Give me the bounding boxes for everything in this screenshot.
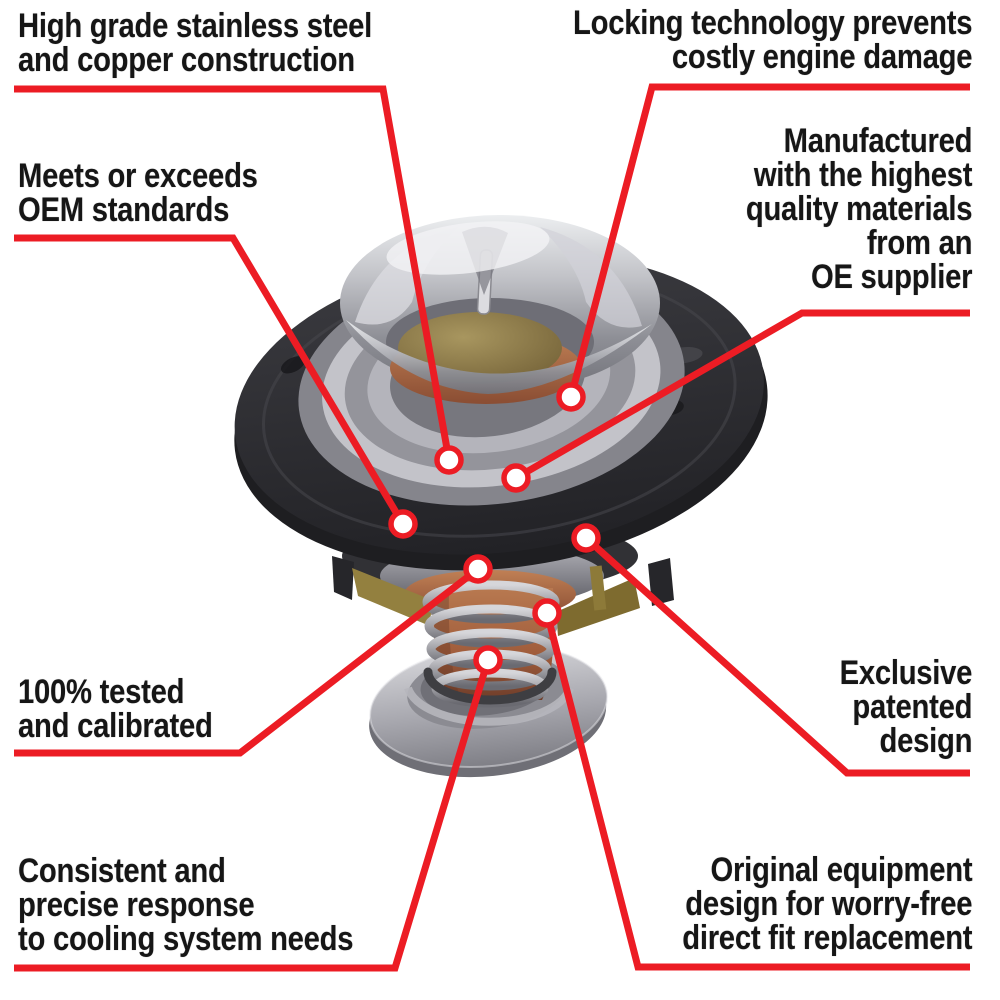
leader-consistent xyxy=(14,658,492,972)
label-line: design xyxy=(879,722,972,760)
label-line: Meets or exceeds xyxy=(18,157,258,195)
label-line: and calibrated xyxy=(18,707,213,745)
consistent-dot-icon xyxy=(473,645,503,675)
tested-dot-icon xyxy=(463,554,493,584)
callout-label-original: Original equipment design for worry-free… xyxy=(682,853,972,955)
high-grade-dot-icon xyxy=(434,445,464,475)
original-dot-icon xyxy=(532,598,562,628)
leader-manufactured xyxy=(514,309,970,482)
leader-exclusive xyxy=(583,535,970,777)
label-line: precise response xyxy=(18,886,255,924)
exclusive-dot-icon xyxy=(571,523,601,553)
label-line: from an xyxy=(866,224,973,262)
label-line: costly engine damage xyxy=(671,38,973,76)
label-line: OEM standards xyxy=(18,191,230,229)
label-line: patented xyxy=(852,688,972,726)
callout-label-exclusive: Exclusive patented design xyxy=(839,656,972,758)
label-line: direct fit replacement xyxy=(681,919,972,957)
label-line: Exclusive xyxy=(839,654,972,692)
label-line: with the highest xyxy=(753,156,973,194)
callout-label-tested: 100% tested and calibrated xyxy=(18,675,213,743)
label-line: Locking technology prevents xyxy=(572,4,972,42)
leader-tested xyxy=(14,566,481,757)
leader-meets xyxy=(14,234,407,526)
label-line: Consistent and xyxy=(18,852,226,890)
label-line: Manufactured xyxy=(783,122,972,160)
label-line: quality materials xyxy=(745,190,973,228)
label-line: and copper construction xyxy=(18,41,355,79)
leader-original xyxy=(543,612,970,971)
label-line: Original equipment xyxy=(710,851,972,889)
leader-high-grade xyxy=(14,85,453,461)
callout-label-consistent: Consistent and precise response to cooli… xyxy=(18,852,354,958)
label-line: OE supplier xyxy=(810,258,973,296)
locking-dot-icon xyxy=(556,382,586,412)
meets-dot-icon xyxy=(388,509,418,539)
callout-label-manufactured: Manufactured with the highest quality ma… xyxy=(745,122,973,296)
label-line: 100% tested xyxy=(18,673,185,711)
callout-label-locking: Locking technology prevents costly engin… xyxy=(573,6,972,74)
callout-label-high-grade: High grade stainless steel and copper co… xyxy=(18,9,372,77)
manufactured-dot-icon xyxy=(501,463,531,493)
leader-locking xyxy=(567,83,970,398)
thermostat-dome xyxy=(340,215,660,404)
label-line: to cooling system needs xyxy=(18,920,354,958)
label-line: design for worry-free xyxy=(684,885,972,923)
label-line: High grade stainless steel xyxy=(18,7,373,45)
callout-label-meets: Meets or exceeds OEM standards xyxy=(18,159,258,227)
